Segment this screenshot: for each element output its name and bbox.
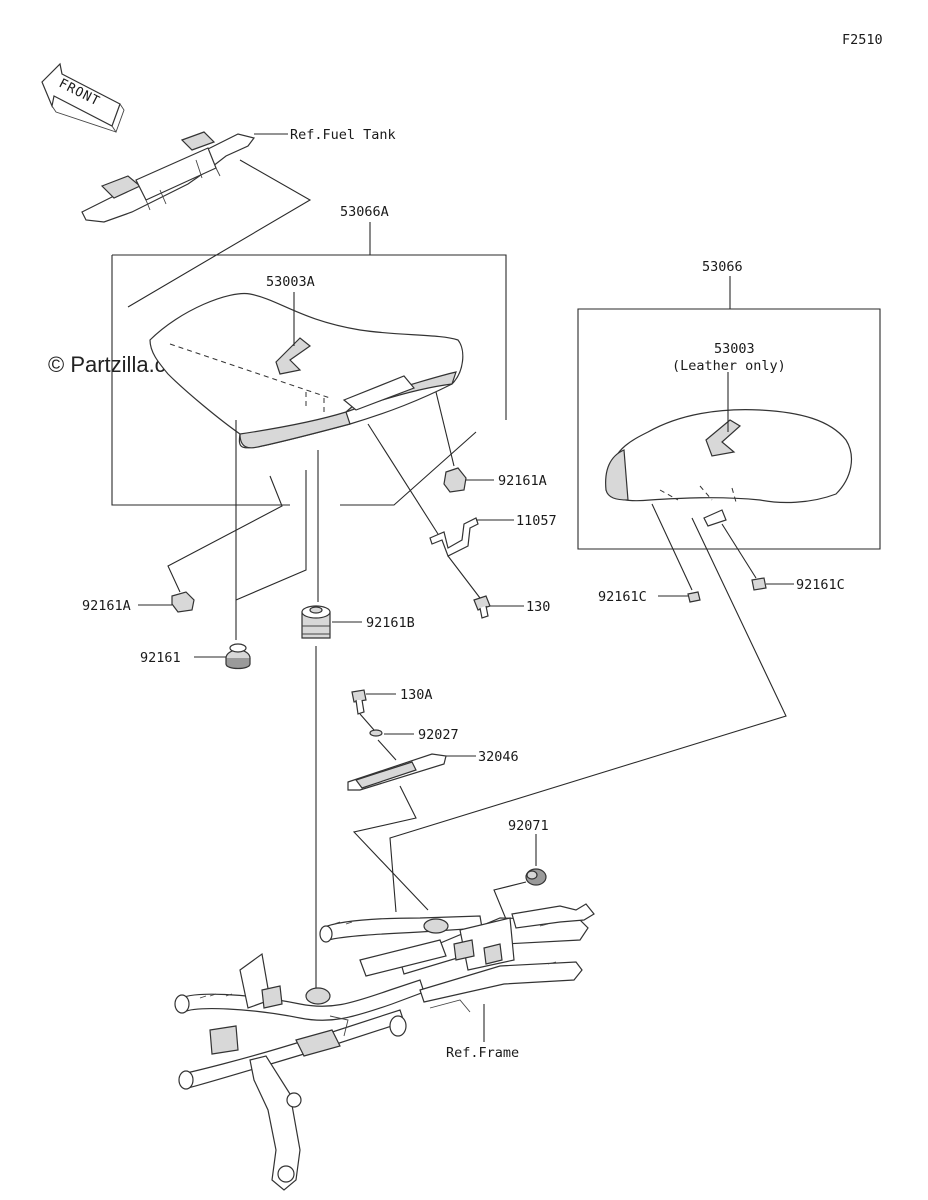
part-92161B <box>301 605 331 639</box>
part-92161C-left <box>687 591 701 603</box>
leader-92161A-right-up <box>435 391 455 467</box>
rear-seat <box>605 409 853 527</box>
leader-92161C-left-up <box>651 503 693 591</box>
label-92027: 92027 <box>418 727 459 743</box>
part-130-bolt <box>473 595 491 619</box>
leader-11057-up <box>367 423 439 535</box>
part-130A-bolt <box>351 689 367 715</box>
leader-130-up <box>447 555 481 599</box>
leader-32046-up <box>377 739 397 761</box>
part-32046-plate <box>347 753 447 791</box>
leader-92161C-right-up <box>721 523 757 579</box>
label-92161A-right: 92161A <box>498 473 547 489</box>
part-92161C-right <box>751 577 767 591</box>
front-seat <box>149 292 464 449</box>
part-92161 <box>225 643 251 670</box>
label-92161B: 92161B <box>366 615 415 631</box>
label-32046: 32046 <box>478 749 519 765</box>
label-53003: 53003 <box>714 341 755 357</box>
callout-box-53066 <box>577 276 881 550</box>
leader-92161A-left-up <box>167 475 283 593</box>
leader-32046-frame <box>352 785 429 911</box>
label-ref-fuel-tank: Ref.Fuel Tank <box>290 127 396 143</box>
label-130A: 130A <box>400 687 433 703</box>
front-arrow-icon: FRONT <box>41 62 125 133</box>
leader-92027-up <box>359 713 375 731</box>
label-92071: 92071 <box>508 818 549 834</box>
figure-code: F2510 <box>842 32 883 48</box>
label-92161: 92161 <box>140 650 181 666</box>
rear-frame <box>174 903 595 1191</box>
label-53066: 53066 <box>702 259 743 275</box>
leader-rear-seat-frame <box>389 517 787 913</box>
part-92161A-right <box>443 467 467 493</box>
part-92161A-left <box>171 591 195 613</box>
label-ref-frame: Ref.Frame <box>446 1045 519 1061</box>
part-92071-grommet <box>525 868 547 886</box>
label-92161C-right: 92161C <box>796 577 845 593</box>
leader-fuel-tank-seat <box>127 159 312 308</box>
leader-92161-side <box>235 470 307 601</box>
label-53003A: 53003A <box>266 274 315 290</box>
label-53066A: 53066A <box>340 204 389 220</box>
label-11057: 11057 <box>516 513 557 529</box>
part-92027-washer <box>369 729 383 737</box>
label-92161C-left: 92161C <box>598 589 647 605</box>
part-11057-bracket <box>429 517 479 557</box>
callout-box-53066A <box>111 222 507 506</box>
label-130: 130 <box>526 599 550 615</box>
label-leather-only: (Leather only) <box>672 358 786 374</box>
label-92161A-left: 92161A <box>82 598 131 614</box>
fuel-tank-bracket <box>81 131 256 223</box>
leader-92071-frame <box>493 881 527 925</box>
